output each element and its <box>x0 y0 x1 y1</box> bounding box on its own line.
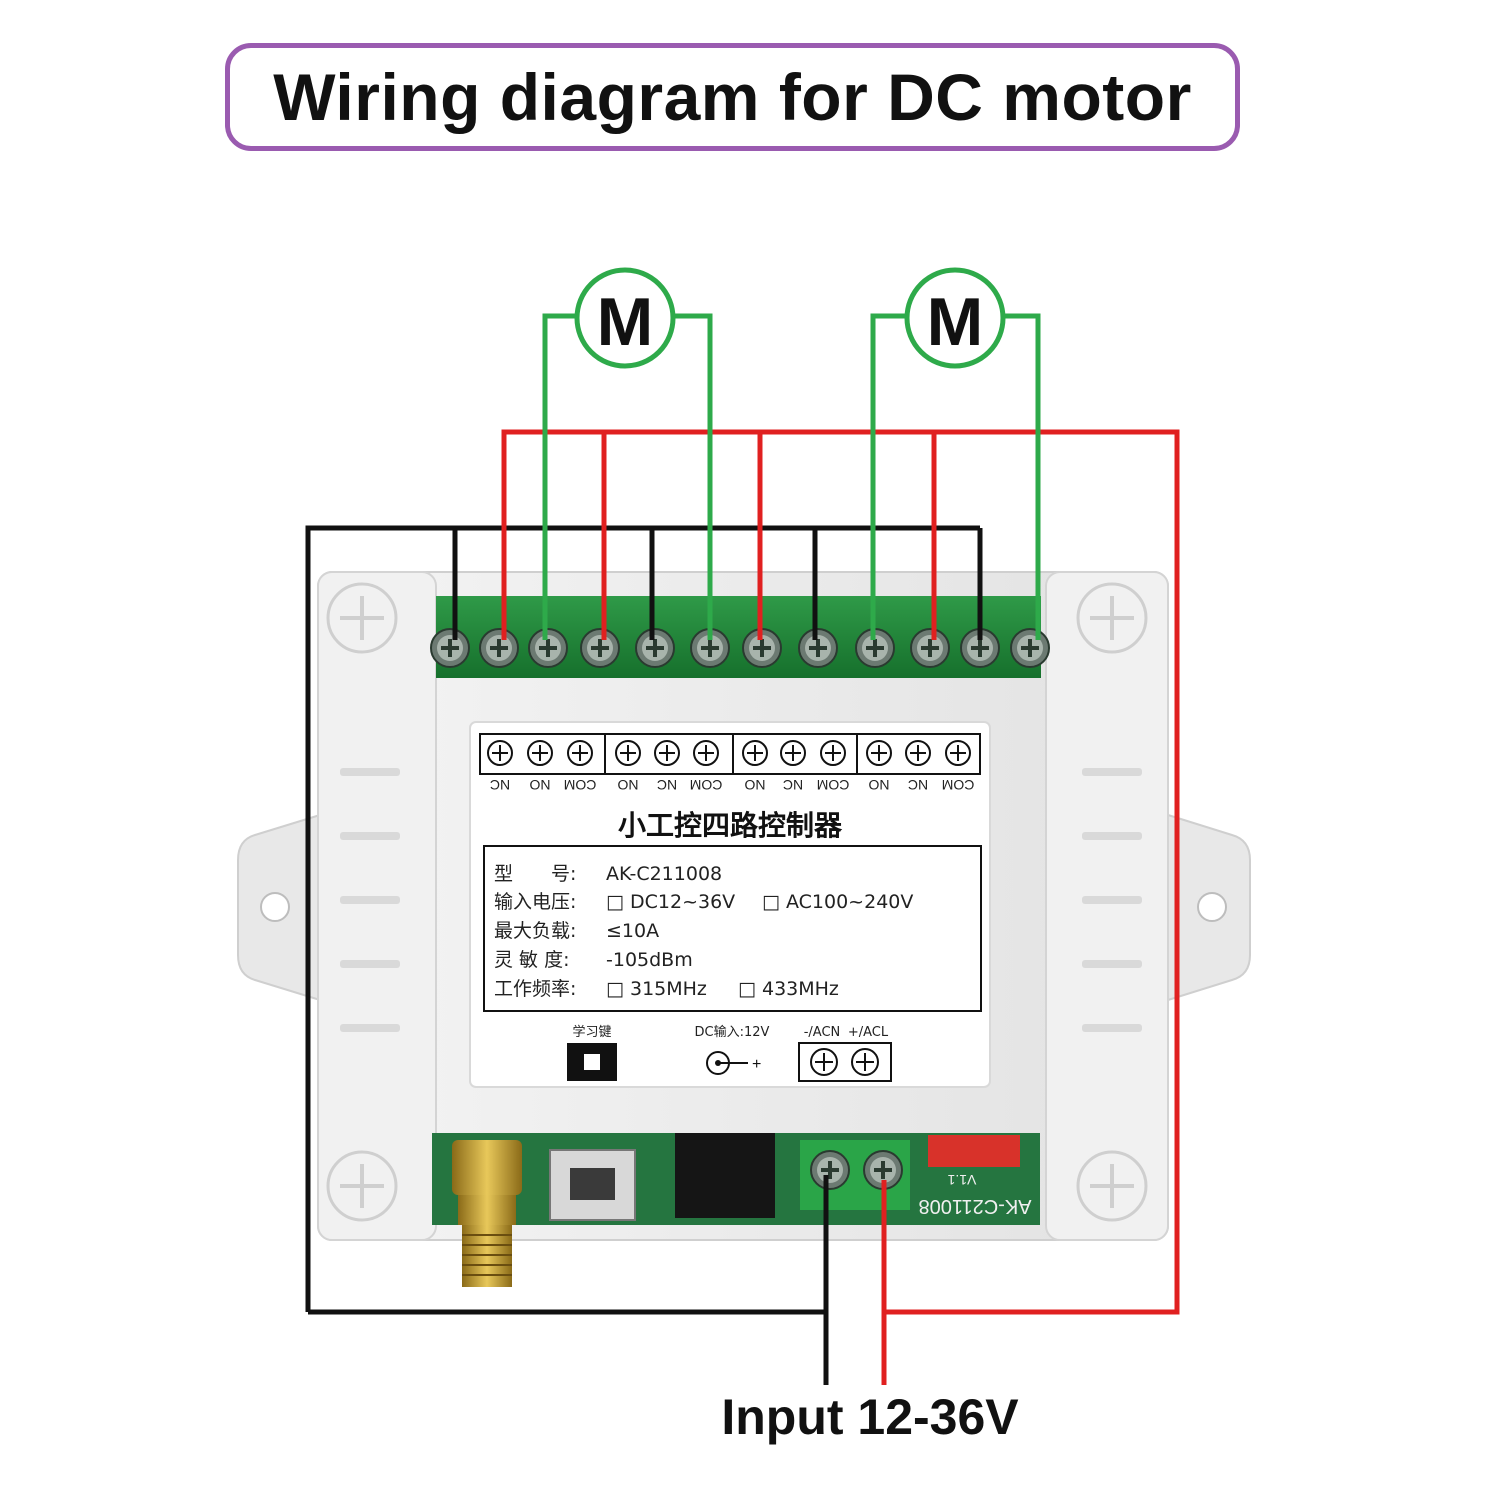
motor-1: M <box>574 267 676 369</box>
terminal-plus-icon <box>820 740 846 766</box>
dc-jack <box>675 1133 775 1218</box>
terminal-label: COM <box>817 777 850 793</box>
tactile-switch <box>549 1149 636 1221</box>
screw-icon <box>478 627 520 669</box>
input-voltage-label: Input 12-36V <box>721 1389 1019 1445</box>
spec-value: □ 433MHz <box>738 978 839 1000</box>
mounting-ear-right <box>1167 813 1251 1002</box>
spec-label: 最大负载: <box>494 920 576 942</box>
pcb-model-text: AK-C211008 <box>918 1195 1031 1217</box>
terminal-label: NO <box>868 777 889 793</box>
terminal-plus-icon <box>945 740 971 766</box>
screw-icon <box>797 627 839 669</box>
motor-2: M <box>904 267 1006 369</box>
dc-jack-icon: + <box>706 1051 761 1075</box>
terminal-label: NC <box>657 777 677 793</box>
spec-value: □ DC12~36V <box>606 891 735 913</box>
terminal-plus-icon <box>654 740 680 766</box>
terminal-plus-icon <box>780 740 806 766</box>
spec-value: -105dBm <box>606 949 693 971</box>
power-terminal-symbols <box>810 1048 879 1076</box>
terminal-plus-icon <box>615 740 641 766</box>
terminal-label: NO <box>617 777 638 793</box>
terminal-plus-icon <box>693 740 719 766</box>
spec-box <box>483 845 982 1012</box>
terminal-label: COM <box>942 777 975 793</box>
screw-icon <box>429 627 471 669</box>
motor-label: M <box>597 284 654 360</box>
terminal-plus-icon <box>742 740 768 766</box>
dip-switch <box>928 1135 1020 1167</box>
device-name: 小工控四路控制器 <box>618 809 843 842</box>
wire-black-bottom <box>308 1175 829 1385</box>
screw-icon <box>634 627 676 669</box>
spec-value: □ AC100~240V <box>762 891 913 913</box>
spec-label: 型 号: <box>494 863 576 885</box>
terminal-label: NC <box>783 777 803 793</box>
spec-value: □ 315MHz <box>606 978 707 1000</box>
screw-icon <box>809 1149 851 1191</box>
screw-icon <box>579 627 621 669</box>
terminal-label: NO <box>529 777 550 793</box>
pcb-version-text: V1.1 <box>947 1172 976 1188</box>
dc-input-label: DC输入:12V <box>695 1024 770 1040</box>
wire-red-bus <box>501 429 1180 1385</box>
power-terminal-label-pos: +/ACL <box>848 1025 889 1040</box>
terminal-label: NO <box>744 777 765 793</box>
svg-text:+: + <box>752 1056 761 1073</box>
terminal-label: COM <box>564 777 597 793</box>
spec-label: 输入电压: <box>494 891 576 913</box>
label-panel <box>469 721 991 1088</box>
power-terminal-label-neg: -/ACN <box>804 1025 841 1040</box>
screw-icon <box>1009 627 1051 669</box>
terminal-label: COM <box>690 777 723 793</box>
wire-green-motor-1 <box>542 313 713 640</box>
terminal-plus-icon <box>527 740 553 766</box>
learn-key-label: 学习键 <box>572 1024 611 1040</box>
diagram-title: Wiring diagram for DC motor <box>273 60 1192 134</box>
screw-icon <box>909 627 951 669</box>
spec-label: 灵 敏 度: <box>494 949 569 971</box>
mounting-ear-left <box>237 813 321 1002</box>
spec-value: AK-C211008 <box>606 863 722 885</box>
terminal-label: NC <box>908 777 928 793</box>
terminal-labels: NC NO COM NO NC COM NO NC COM NO NC COM <box>490 777 974 793</box>
motor-label: M <box>927 284 984 360</box>
spec-label: 工作频率: <box>494 978 576 1000</box>
relay-terminal-block <box>436 596 1041 678</box>
spec-table: 型 号: AK-C211008 输入电压: □ DC12~36V □ AC100… <box>494 863 913 1000</box>
wire-green-motor-2 <box>870 313 1041 640</box>
wires <box>305 313 1180 1385</box>
terminal-plus-icon <box>487 740 513 766</box>
antenna-connector <box>452 1140 522 1287</box>
title-box: Wiring diagram for DC motor <box>225 43 1240 151</box>
terminal-plus-icon <box>866 740 892 766</box>
screw-icon <box>527 627 569 669</box>
terminal-plus-icon <box>905 740 931 766</box>
terminal-label: NC <box>490 777 510 793</box>
terminal-plus-icon <box>567 740 593 766</box>
wire-black-bus <box>305 525 980 1312</box>
spec-value: ≤10A <box>606 920 659 942</box>
